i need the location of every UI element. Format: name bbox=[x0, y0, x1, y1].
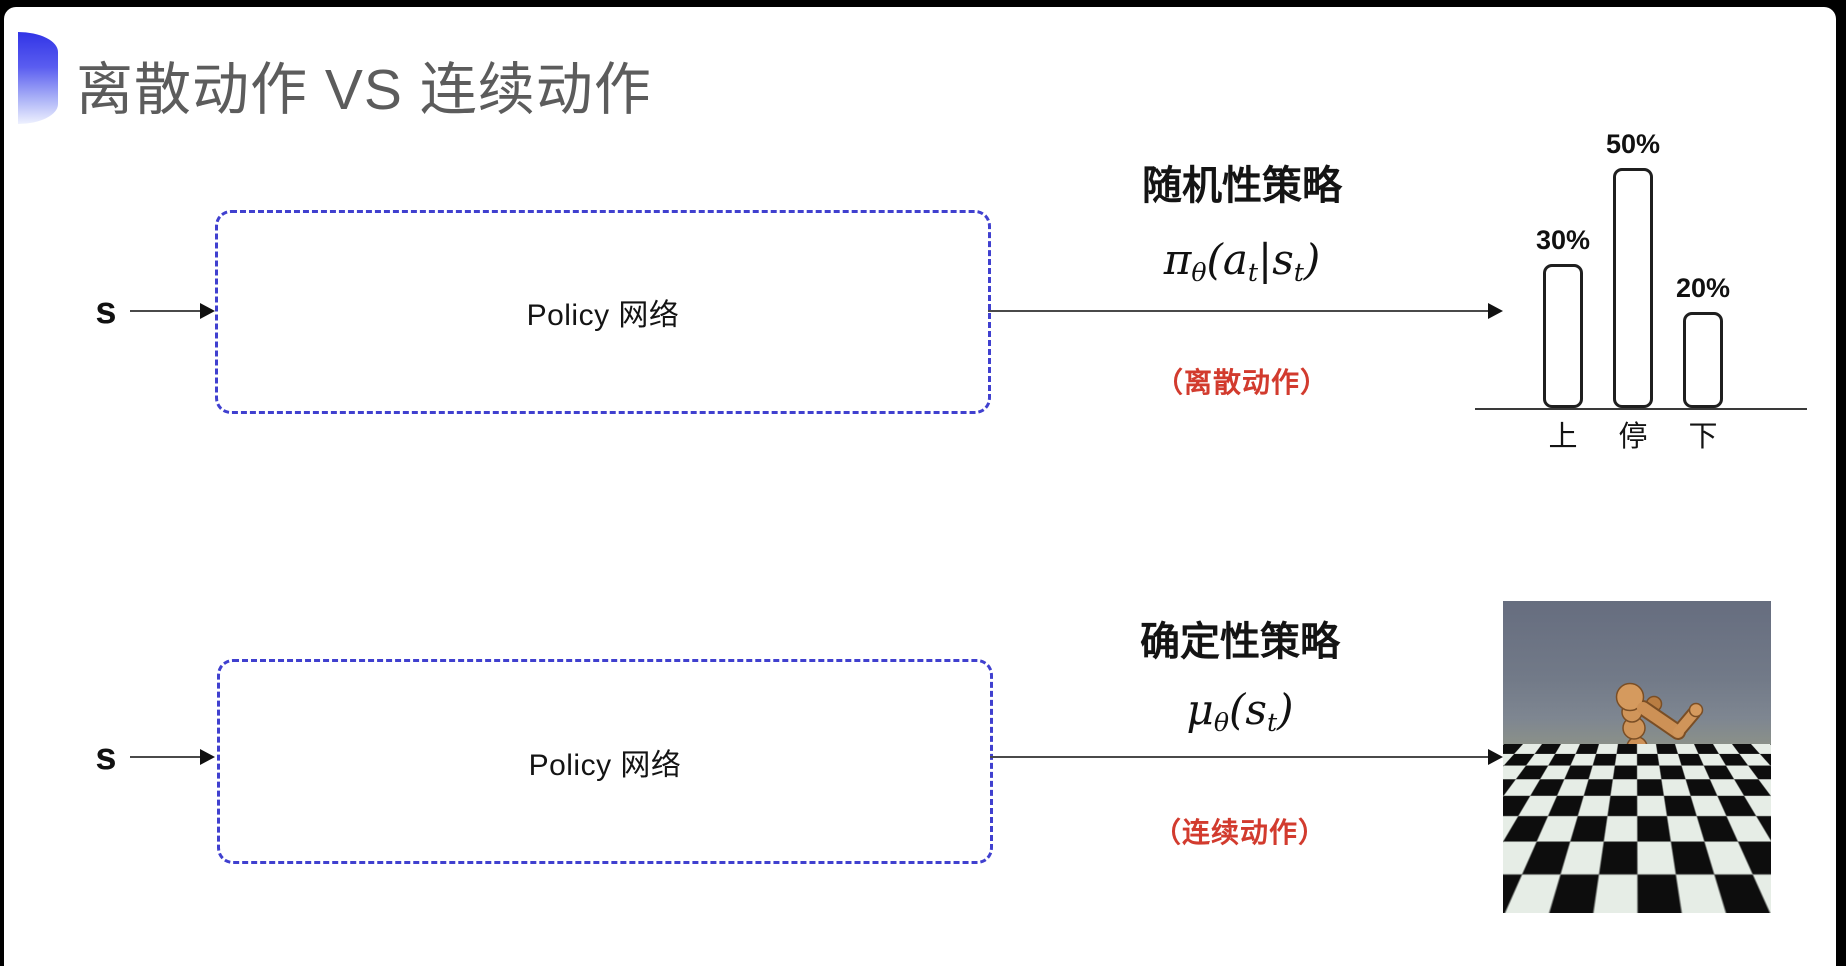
formula-subscript: θ bbox=[1213, 708, 1229, 738]
policy-network-box: Policy 网络 bbox=[215, 210, 991, 414]
chart-axis bbox=[1475, 408, 1807, 410]
formula-subscript: t bbox=[1247, 258, 1259, 288]
formula-subscript: θ bbox=[1191, 258, 1207, 288]
probability-bar bbox=[1613, 168, 1653, 408]
formula-symbol: ) bbox=[1303, 235, 1321, 284]
formula-subscript: t bbox=[1293, 258, 1304, 288]
humanoid-robot-figure bbox=[1564, 682, 1704, 909]
action-type-note: （离散动作） bbox=[1154, 367, 1329, 398]
formula-symbol: | bbox=[1258, 235, 1273, 284]
state-input-label: s bbox=[95, 290, 117, 332]
policy-network-box: Policy 网络 bbox=[217, 659, 993, 864]
formula-symbol: s bbox=[1245, 685, 1267, 734]
humanoid-simulation-image bbox=[1503, 601, 1771, 913]
policy-type-label: 确定性策略 bbox=[1140, 620, 1340, 664]
bar-category-label: 上 bbox=[1548, 421, 1578, 453]
input-arrow bbox=[130, 310, 202, 312]
formula-symbol: μ bbox=[1186, 685, 1214, 734]
bar-value-label: 20% bbox=[1675, 273, 1731, 303]
policy-network-label: Policy 网络 bbox=[526, 299, 680, 332]
policy-network-label: Policy 网络 bbox=[528, 748, 682, 782]
formula-subscript: t bbox=[1266, 708, 1278, 738]
bar-category-label: 停 bbox=[1618, 421, 1648, 453]
input-arrow bbox=[130, 756, 202, 758]
action-probability-chart: 30% 上 50% 停 20% 下 bbox=[1475, 118, 1807, 458]
action-type-note: （连续动作） bbox=[1152, 817, 1327, 848]
probability-bar bbox=[1683, 312, 1723, 408]
bar-value-label: 30% bbox=[1535, 225, 1591, 255]
bar-category-label: 下 bbox=[1688, 421, 1718, 453]
policy-formula: μθ(st) bbox=[1055, 684, 1425, 739]
output-arrow-head-icon bbox=[1488, 749, 1503, 765]
stochastic-policy-column: 随机性策略 πθ(at|st) （离散动作） bbox=[1057, 0, 1427, 966]
input-arrow-head-icon bbox=[200, 303, 215, 319]
formula-symbol: ( bbox=[1229, 685, 1246, 734]
output-arrow bbox=[990, 756, 1488, 758]
formula-symbol: ) bbox=[1277, 685, 1294, 734]
output-arrow bbox=[988, 310, 1488, 312]
policy-formula: πθ(at|st) bbox=[1057, 234, 1427, 289]
probability-bar bbox=[1543, 264, 1583, 408]
formula-symbol: ( bbox=[1206, 235, 1223, 284]
page-title: 离散动作 VS 连续动作 bbox=[76, 58, 652, 122]
formula-symbol: π bbox=[1163, 235, 1192, 284]
state-input-label: s bbox=[95, 736, 117, 778]
title-bullet-icon bbox=[18, 32, 58, 124]
formula-symbol: s bbox=[1272, 235, 1294, 284]
bar-value-label: 50% bbox=[1605, 129, 1661, 159]
policy-type-label: 随机性策略 bbox=[1142, 164, 1342, 208]
input-arrow-head-icon bbox=[200, 749, 215, 765]
deterministic-policy-column: 确定性策略 μθ(st) （连续动作） bbox=[1055, 0, 1425, 966]
formula-symbol: a bbox=[1222, 235, 1248, 284]
output-arrow-head-icon bbox=[1488, 303, 1503, 319]
